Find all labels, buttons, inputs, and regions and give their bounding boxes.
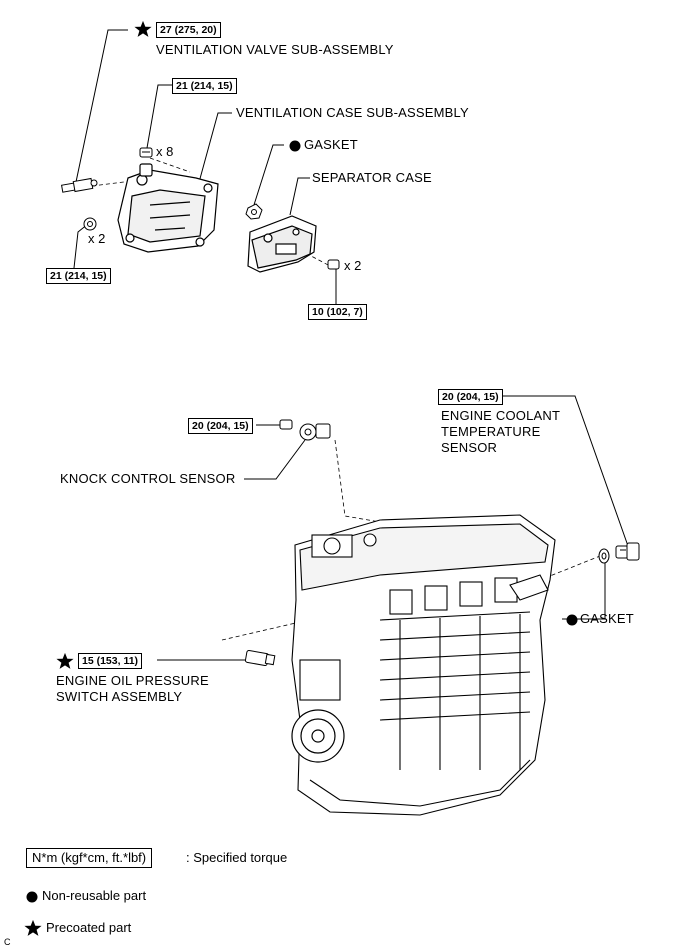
legend-non-reusable: Non-reusable part: [42, 888, 147, 903]
label-coolant-sensor-2: TEMPERATURE: [441, 424, 541, 439]
oil-pressure-switch-part: [244, 649, 276, 667]
leader-coolant-sensor: [503, 395, 629, 547]
label-knock-sensor: KNOCK CONTROL SENSOR: [60, 471, 236, 486]
gasket-top-part: [245, 203, 263, 220]
label-oil-pressure-1: ENGINE OIL PRESSURE: [56, 673, 209, 688]
label-gasket-bottom: GASKET: [580, 611, 634, 626]
knock-sensor-part: [299, 423, 331, 441]
torque-case-bottom: 21 (214, 15): [46, 268, 111, 284]
leader-separator-case: [289, 177, 310, 216]
dash-separator-bolt: [299, 249, 331, 267]
non-reusable-dot-icon: [289, 139, 301, 152]
torque-case-top: 21 (214, 15): [172, 78, 237, 94]
gasket-bottom-part: [598, 548, 610, 564]
ventilation-case-part: [117, 163, 219, 253]
case-bolt-part: [139, 147, 153, 158]
label-ventilation-valve: VENTILATION VALVE SUB-ASSEMBLY: [156, 42, 394, 57]
label-ventilation-case: VENTILATION CASE SUB-ASSEMBLY: [236, 105, 469, 120]
crank-pulley: [291, 709, 345, 763]
leader-case-nuts: [73, 223, 89, 269]
leader-case-bolts: [146, 84, 172, 149]
dash-knock-engine: [334, 439, 381, 523]
dash-coolant-engine: [544, 555, 601, 579]
label-coolant-sensor-3: SENSOR: [441, 440, 498, 455]
precoated-star-icon: [56, 652, 74, 670]
legend-torque-desc: : Specified torque: [186, 850, 288, 865]
figure-code: C: [4, 937, 11, 947]
dash-oil-engine: [221, 621, 301, 641]
ventilation-valve-part: [61, 177, 98, 193]
legend-torque-box: N*m (kgf*cm, ft.*lbf): [26, 848, 153, 868]
torque-oil-pressure: 15 (153, 11): [78, 653, 143, 669]
torque-coolant: 20 (204, 15): [438, 389, 503, 405]
qty-separator: x 2: [344, 258, 362, 273]
coolant-sensor-part: [615, 542, 640, 561]
case-nut-part: [83, 217, 97, 231]
torque-knock: 20 (204, 15): [188, 418, 253, 434]
qty-case-top: x 8: [156, 144, 174, 159]
separator-case-part: [247, 215, 317, 273]
torque-separator: 10 (102, 7): [308, 304, 367, 320]
leader-ventilation-case: [197, 112, 232, 187]
legend-precoated: Precoated part: [46, 920, 132, 935]
leader-gasket-top: [252, 144, 284, 209]
label-coolant-sensor-1: ENGINE COOLANT: [441, 408, 561, 423]
label-gasket-top: GASKET: [304, 137, 358, 152]
dash-bolt-case: [149, 157, 191, 173]
leader-knock-sensor: [244, 439, 306, 480]
label-separator-case: SEPARATOR CASE: [312, 170, 432, 185]
torque-valve: 27 (275, 20): [156, 22, 221, 38]
qty-case-bottom: x 2: [88, 231, 106, 246]
dash-valve-case: [91, 179, 141, 187]
legend-non-reusable-dot-icon: [26, 890, 38, 903]
legend-precoated-star-icon: [24, 919, 42, 937]
separator-bolt-part: [327, 259, 340, 270]
non-reusable-dot-icon: [566, 613, 578, 626]
knock-bolt-part: [279, 419, 293, 430]
leader-valve: [75, 29, 128, 183]
engine-block: [291, 514, 556, 816]
precoated-star-icon: [134, 20, 152, 38]
label-oil-pressure-2: SWITCH ASSEMBLY: [56, 689, 183, 704]
